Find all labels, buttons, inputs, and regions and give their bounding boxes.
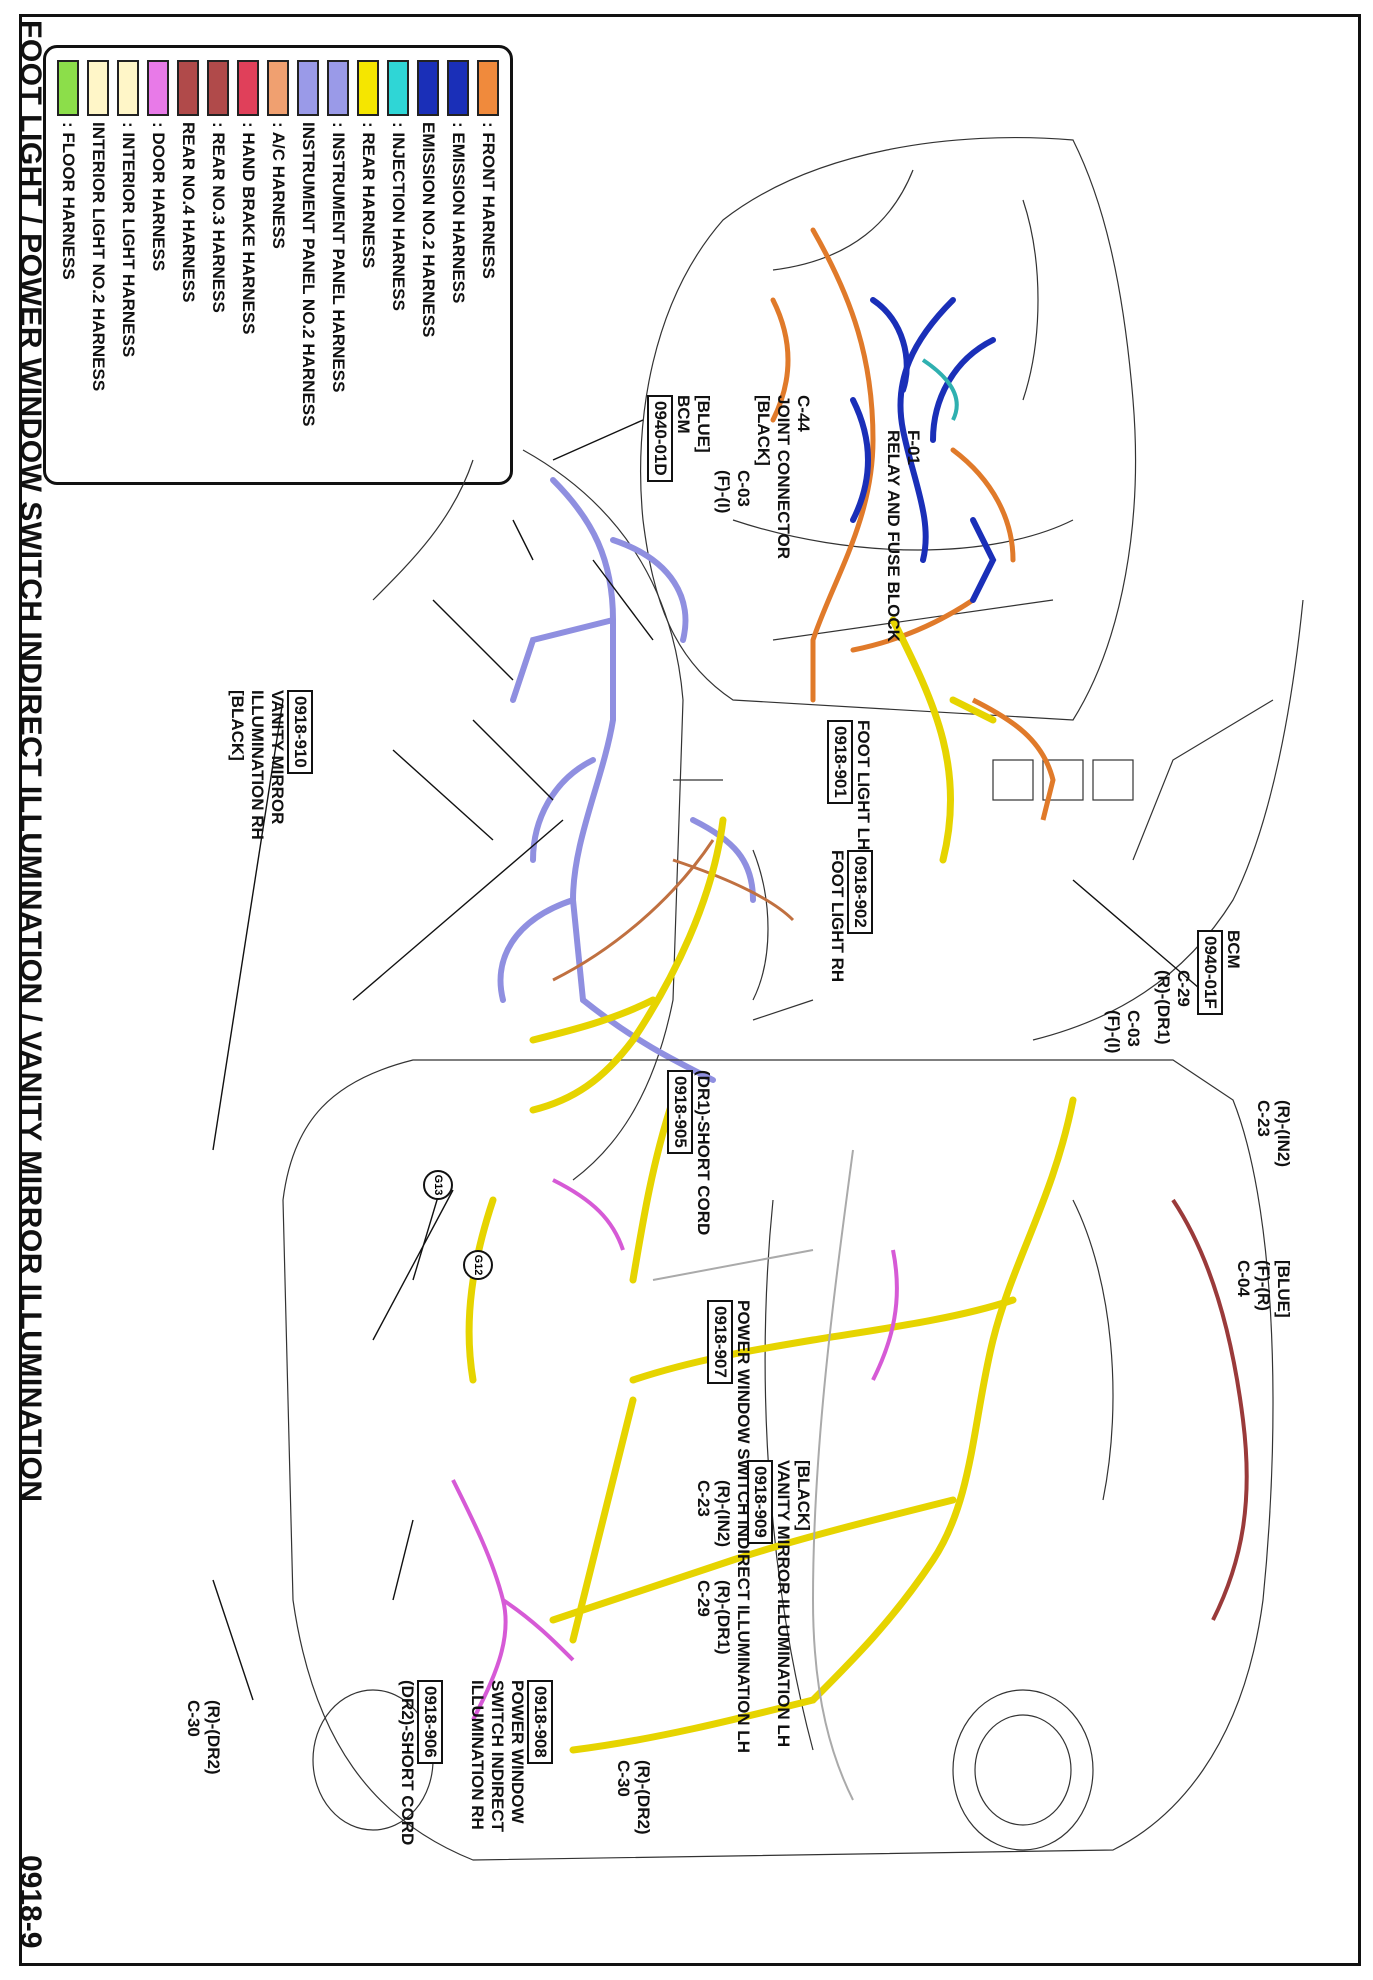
c29-label-b: C-29 xyxy=(694,1580,713,1617)
c23-label-a: C-23 xyxy=(1254,1100,1273,1137)
rdr1-label-b: (R)-(DR1) xyxy=(714,1580,733,1655)
console-rear-harness-wire xyxy=(889,616,997,864)
code-0918-909: 0918-909 xyxy=(747,1460,773,1544)
instrument-panel-harness-wire xyxy=(497,477,756,1083)
c23-label-b: C-23 xyxy=(694,1480,713,1517)
vanity-rh-label-1: VANITY MIRROR xyxy=(268,690,287,825)
black-label-3: [BLACK] xyxy=(794,1460,813,1531)
black-label-2: [BLACK] xyxy=(228,690,247,761)
rdr2-label-a: (R)-(DR2) xyxy=(634,1760,653,1835)
door-rear-harness-wire xyxy=(529,816,727,1114)
leader-lines xyxy=(212,419,1214,1701)
instrument-panel-front-wire xyxy=(552,839,795,982)
bcm-label-1: BCM xyxy=(674,395,693,434)
vanity-rh-label-2: ILLUMINATION RH xyxy=(248,690,267,840)
c30-label-a: C-30 xyxy=(614,1760,633,1797)
rear-harness-wire xyxy=(465,1096,1077,1754)
code-0918-902: 0918-902 xyxy=(847,850,873,934)
c03-label-b: C-03 xyxy=(1124,1010,1143,1047)
console-front-harness-wire xyxy=(971,697,1056,821)
front-harness-wire xyxy=(770,227,1016,703)
page-title: FOOT LIGHT / POWER WINDOW SWITCH INDIREC… xyxy=(14,20,47,1503)
pw-rh-label-2: SWITCH INDIRECT xyxy=(488,1680,507,1833)
fi-label-b: (F)-(I) xyxy=(1104,1010,1123,1054)
rear-no3-harness-wire xyxy=(1171,1198,1249,1621)
c04-label: C-04 xyxy=(1234,1260,1253,1297)
code-0918-906: 0918-906 xyxy=(417,1680,443,1764)
c29-label-a: C-29 xyxy=(1174,970,1193,1007)
rin2-label-a: (R)-(IN2) xyxy=(1274,1100,1293,1168)
rdr1-label-a: (R)-(DR1) xyxy=(1154,970,1173,1045)
ground-g12: G12 xyxy=(463,1250,493,1280)
page-number: 0918-9 xyxy=(14,1855,47,1949)
code-0918-908: 0918-908 xyxy=(527,1680,553,1764)
c03-label-a: C-03 xyxy=(734,470,753,507)
fi-label-a: (F)-(I) xyxy=(714,470,733,514)
code-0918-901: 0918-901 xyxy=(827,720,853,804)
c30-label-b: C-30 xyxy=(184,1700,203,1737)
vanity-lh-label: VANITY MIRROR ILLUMINATION LH xyxy=(774,1460,793,1748)
code-0940-01d: 0940-01D xyxy=(647,395,673,482)
relay-fuse-block-label: RELAY AND FUSE BLOCK xyxy=(884,430,903,642)
ground-g13: G13 xyxy=(423,1170,453,1200)
console-drawing xyxy=(992,599,1304,1041)
pw-rh-label-1: POWER WINDOW xyxy=(508,1680,527,1824)
c44-label: C-44 xyxy=(794,395,813,432)
joint-connector-label: JOINT CONNECTOR xyxy=(774,395,793,560)
foot-light-lh-label: FOOT LIGHT LH xyxy=(854,720,873,851)
code-0918-910: 0918-910 xyxy=(287,690,313,774)
code-0918-907: 0918-907 xyxy=(707,1300,733,1384)
door-harness-wire xyxy=(451,1178,899,1721)
instrument-panel-drawing xyxy=(372,449,814,1181)
interior-light-harness-wire xyxy=(652,1149,854,1801)
rin2-label-b: (R)-(IN2) xyxy=(714,1480,733,1548)
dr2-short-cord-label: (DR2)-SHORT CORD xyxy=(398,1680,417,1846)
injection-harness-wire xyxy=(921,358,959,421)
pw-rh-label-3: ILLUMINATION RH xyxy=(468,1680,487,1830)
blue-label-1: [BLUE] xyxy=(694,395,713,453)
emission-harness-wire xyxy=(850,297,997,603)
foot-light-rh-label: FOOT LIGHT RH xyxy=(828,850,847,983)
code-0918-905: 0918-905 xyxy=(667,1070,693,1154)
f01-label: F-01 xyxy=(904,430,923,465)
fr-label: (F)-(R) xyxy=(1254,1260,1273,1311)
black-label-1: [BLACK] xyxy=(754,395,773,466)
dr1-short-cord-label: (DR1)-SHORT CORD xyxy=(694,1070,713,1236)
blue-label-2: [BLUE] xyxy=(1274,1260,1293,1318)
rdr2-label-b: (R)-(DR2) xyxy=(204,1700,223,1775)
bcm-label-2: BCM xyxy=(1224,930,1243,969)
engine-bay-drawing xyxy=(639,136,1137,721)
code-0940-01f: 0940-01F xyxy=(1197,930,1223,1015)
